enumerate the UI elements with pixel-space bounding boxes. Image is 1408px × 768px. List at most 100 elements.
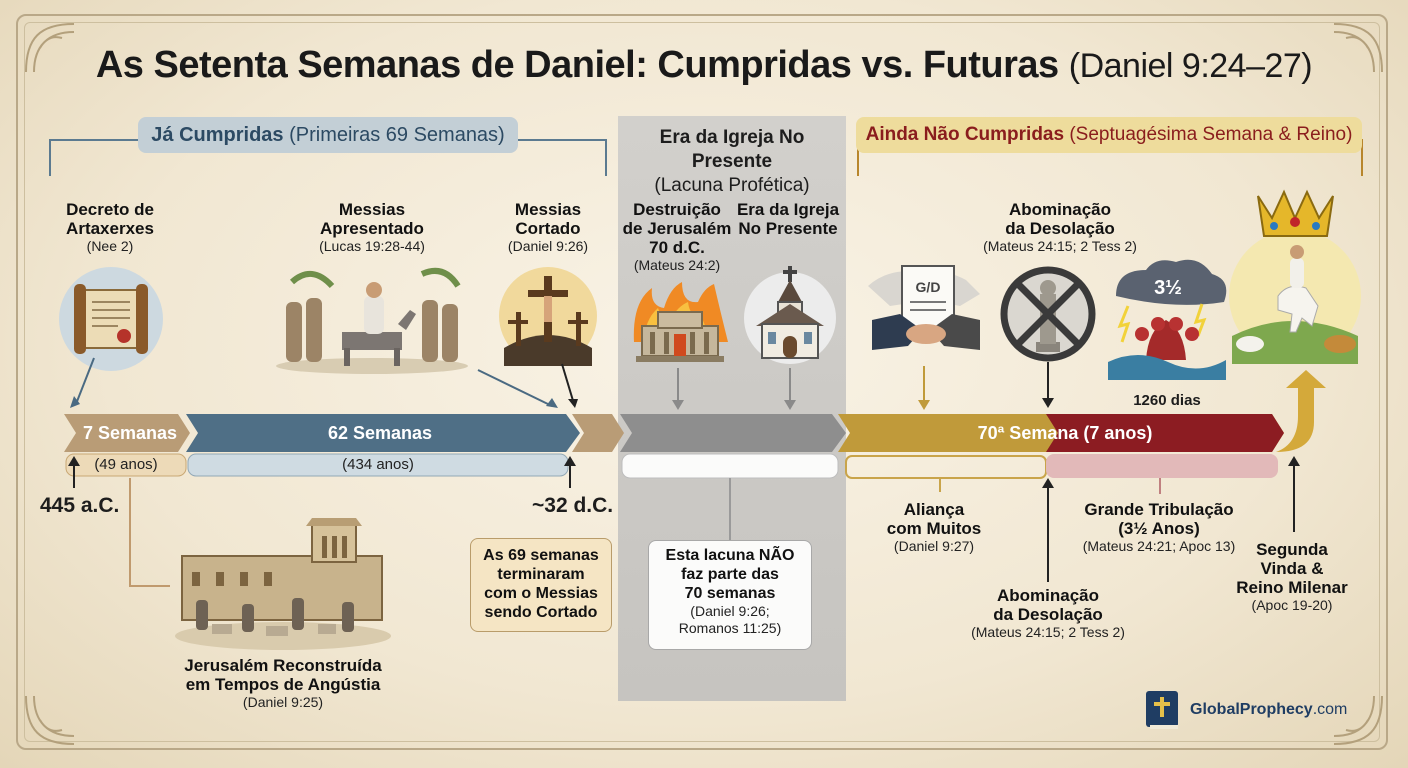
jerusalem-line2: em Tempos de Angústia	[185, 675, 381, 694]
abomination-bottom-line1: Abominação	[996, 586, 1100, 605]
messiah-presented-line2: Apresentado	[320, 219, 424, 238]
gap-ref1: (Daniel 9:26;	[690, 603, 770, 619]
title-main: As Setenta Semanas de Daniel: Cumpridas …	[95, 44, 1059, 86]
burning-temple-icon	[633, 282, 728, 362]
crucifixion-icon	[499, 267, 597, 366]
seg62-years: (434 anos)	[342, 456, 414, 473]
seg62-label: 62 Semanas	[327, 423, 433, 443]
brand-logo[interactable]: GlobalProphecy.com	[1142, 690, 1347, 730]
fulfilled-header-bold: Já Cumpridas	[151, 124, 284, 146]
page-title: As Setenta Semanas de Daniel: Cumpridas …	[0, 44, 1408, 87]
messiah-presented-ref: (Lucas 19:28-44)	[319, 238, 425, 254]
decree-ref: (Nee 2)	[86, 238, 134, 254]
covenant-ref: (Daniel 9:27)	[893, 538, 975, 554]
segment-7-weeks	[64, 414, 190, 452]
church-header: Era da Igreja No Presente (Lacuna Profét…	[618, 126, 846, 198]
fulfilled-header-rest: (Primeiras 69 Semanas)	[289, 124, 505, 146]
event-decree: Decreto de Artaxerxes (Nee 2)	[40, 200, 180, 255]
second-coming-ref: (Apoc 19-20)	[1251, 597, 1333, 613]
destruction-ref: (Mateus 24:2)	[633, 257, 721, 273]
seg70-label: 70ª Semana (7 anos)	[977, 423, 1153, 443]
note-sixtynine: As 69 semanas terminaram com o Messias s…	[470, 538, 612, 632]
jerusalem-ref: (Daniel 9:25)	[242, 694, 324, 710]
sixtynine-line4: sendo Cortado	[484, 604, 598, 621]
note-gap: Esta lacuna NÃO faz parte das 70 semanas…	[648, 540, 812, 650]
messiah-cut-line1: Messias	[514, 200, 582, 219]
note-covenant: Aliança com Muitos (Daniel 9:27)	[864, 500, 1004, 555]
event-church-age: Era da Igreja No Presente	[730, 200, 846, 238]
future-header-bold: Ainda Não Cumpridas	[865, 124, 1065, 145]
church-age-line1: Era da Igreja	[736, 200, 840, 219]
end-date: ~32 d.C.	[532, 494, 614, 517]
note-tribulation: Grande Tribulação (3½ Anos) (Mateus 24:2…	[1064, 500, 1254, 555]
church-age-line2: No Presente	[738, 219, 838, 238]
church-icon	[744, 266, 836, 364]
second-coming-line1: Segunda	[1256, 540, 1328, 559]
church-header-line1: Era da Igreja No Presente	[659, 127, 805, 172]
abomination-forbidden-icon	[1000, 266, 1096, 362]
messiah-cut-line2: Cortado	[515, 219, 581, 238]
decree-line1: Decreto de	[66, 200, 154, 219]
abomination-bottom-line2: da Desolação	[993, 605, 1103, 624]
outer-frame	[16, 14, 1388, 750]
covenant-line2: com Muitos	[886, 519, 982, 538]
segment-62-weeks	[186, 414, 580, 452]
event-abomination-top: Abominação da Desolação (Mateus 24:15; 2…	[950, 200, 1170, 255]
church-header-line2: (Lacuna Profética)	[654, 175, 810, 196]
svg-text:G/D: G/D	[916, 279, 941, 295]
destruction-line2: de Jerusalém	[622, 219, 732, 238]
abomination-bottom-ref: (Mateus 24:15; 2 Tess 2)	[971, 624, 1125, 640]
note-abomination-bottom: Abominação da Desolação (Mateus 24:15; 2…	[950, 586, 1146, 641]
note-second-coming: Segunda Vinda & Reino Milenar (Apoc 19-2…	[1224, 540, 1360, 614]
sixtynine-line1: As 69 semanas	[483, 547, 599, 564]
palm-procession-icon	[276, 268, 468, 374]
crown-king-icon	[1229, 189, 1361, 364]
covenant-line1: Aliança	[903, 500, 965, 519]
gap-line2: faz parte das	[681, 566, 779, 583]
abomination-top-ref: (Mateus 24:15; 2 Tess 2)	[983, 238, 1137, 254]
event-destruction: Destruição de Jerusalém 70 d.C. (Mateus …	[614, 200, 740, 274]
future-header: Ainda Não Cumpridas (Septuagésima Semana…	[856, 117, 1362, 153]
brand-rest: .com	[1312, 701, 1348, 718]
days-label: 1260 dias	[1133, 392, 1201, 409]
corner-ornament-icon	[25, 695, 75, 745]
corner-ornament-icon	[1333, 23, 1383, 73]
tribulation-line2: (3½ Anos)	[1118, 519, 1200, 538]
second-coming-line3: Reino Milenar	[1236, 578, 1348, 597]
inner-frame	[24, 22, 1380, 742]
segment-70th-week-red	[1046, 414, 1284, 452]
corner-ornament-icon	[1333, 695, 1383, 745]
abomination-top-line1: Abominação	[1008, 200, 1112, 219]
tribulation-line1: Grande Tribulação	[1084, 500, 1234, 519]
note-jerusalem: Jerusalém Reconstruída em Tempos de Angú…	[158, 656, 408, 711]
future-header-rest: (Septuagésima Semana & Reino)	[1069, 124, 1353, 145]
jerusalem-line1: Jerusalém Reconstruída	[184, 656, 382, 675]
gap-line3: 70 semanas	[684, 585, 776, 602]
title-reference: (Daniel 9:24–27)	[1068, 47, 1313, 85]
destruction-line3: 70 d.C.	[649, 238, 705, 257]
covenant-handshake-icon: G/D	[868, 265, 980, 350]
scroll-icon	[59, 267, 163, 371]
gap-ref2: Romanos 11:25)	[678, 620, 782, 636]
brand-bold: GlobalProphecy	[1190, 701, 1313, 718]
second-coming-arrow	[1276, 370, 1326, 452]
second-coming-line2: Vinda &	[1260, 559, 1324, 578]
segment-church-gap	[620, 414, 846, 452]
seg7-years: (49 anos)	[94, 456, 158, 473]
sixtynine-line2: terminaram	[497, 566, 585, 583]
storm-label: 3½	[1154, 277, 1182, 299]
event-messiah-cut: Messias Cortado (Daniel 9:26)	[488, 200, 608, 255]
seg7-label: 7 Semanas	[82, 423, 178, 443]
abomination-top-line2: da Desolação	[1005, 219, 1115, 238]
corner-ornament-icon	[25, 23, 75, 73]
sixtynine-line3: com o Messias	[484, 585, 598, 602]
start-date: 445 a.C.	[40, 494, 120, 517]
decree-line2: Artaxerxes	[66, 219, 154, 238]
segment-connector	[572, 414, 624, 452]
rebuilt-city-icon	[175, 518, 391, 650]
messiah-cut-ref: (Daniel 9:26)	[507, 238, 589, 254]
gap-line1: Esta lacuna NÃO	[665, 547, 795, 564]
messiah-presented-line1: Messias	[338, 200, 406, 219]
